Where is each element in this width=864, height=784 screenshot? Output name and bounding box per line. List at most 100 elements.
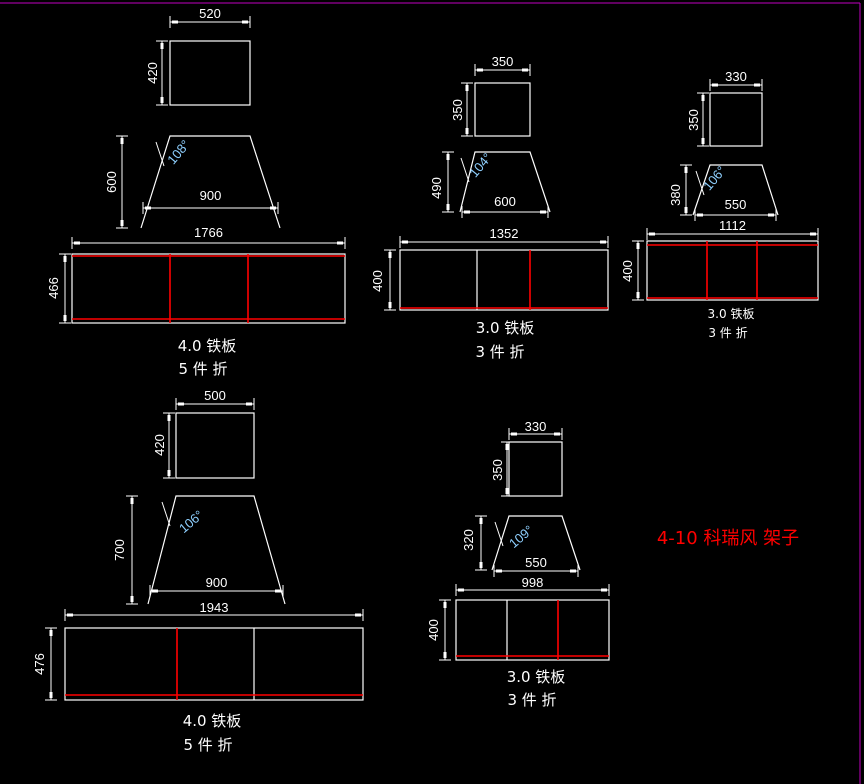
drawing-title: 4-10 科瑞风 架子 bbox=[657, 528, 799, 549]
top-width-value: 520 bbox=[199, 6, 221, 21]
trapezoid-width-dimension-arrow bbox=[496, 569, 502, 573]
flat-height-value: 400 bbox=[370, 270, 385, 292]
flat-width-dimension-arrow bbox=[355, 613, 361, 617]
top-width-dimension-arrow bbox=[178, 402, 184, 406]
side-trapezoid bbox=[459, 151, 551, 213]
flat-width-dimension-arrow bbox=[337, 241, 343, 245]
side-trapezoid bbox=[140, 135, 281, 229]
material-label: 3.0 铁板 bbox=[708, 307, 755, 321]
top-width-value: 330 bbox=[525, 419, 547, 434]
top-plate bbox=[175, 412, 255, 479]
top-height-dimension-arrow bbox=[167, 470, 171, 476]
trapezoid-height-dimension-arrow bbox=[479, 562, 483, 568]
trapezoid-width-dimension-arrow bbox=[152, 589, 158, 593]
fold-count-label: 3 件 折 bbox=[507, 691, 556, 709]
top-height-dimension-arrow bbox=[465, 85, 469, 91]
trapezoid-height-dimension-arrow bbox=[479, 518, 483, 524]
angle-arc bbox=[494, 521, 504, 547]
trapezoid-height-dimension-arrow bbox=[120, 138, 124, 144]
top-height-value: 350 bbox=[450, 99, 465, 121]
trapezoid-width-value: 550 bbox=[725, 197, 747, 212]
flat-pattern bbox=[71, 253, 346, 324]
fold-count-label: 5 件 折 bbox=[178, 360, 227, 378]
flat-width-dimension-arrow bbox=[649, 232, 655, 236]
trapezoid-height-dimension-arrow bbox=[446, 154, 450, 160]
top-width-dimension-arrow bbox=[522, 68, 528, 72]
trapezoid-height-dimension-arrow bbox=[130, 498, 134, 504]
top-width-dimension-arrow bbox=[242, 20, 248, 24]
top-height-dimension-arrow bbox=[160, 43, 164, 49]
flat-height-dimension-arrow bbox=[443, 652, 447, 658]
trapezoid-height-value: 490 bbox=[429, 177, 444, 199]
angle-arc bbox=[161, 501, 171, 527]
flat-pattern bbox=[399, 249, 609, 311]
flat-height-dimension-arrow bbox=[388, 302, 392, 308]
trapezoid-width-dimension-arrow bbox=[570, 569, 576, 573]
top-width-dimension-arrow bbox=[477, 68, 483, 72]
angle-arc bbox=[695, 170, 705, 196]
fold-count-label: 3 件 折 bbox=[475, 343, 524, 361]
trapezoid-width-dimension-arrow bbox=[145, 206, 151, 210]
trapezoid-height-value: 320 bbox=[461, 529, 476, 551]
top-height-dimension-arrow bbox=[505, 444, 509, 450]
material-label: 4.0 铁板 bbox=[183, 712, 242, 730]
flat-width-dimension-arrow bbox=[74, 241, 80, 245]
flat-height-dimension-arrow bbox=[49, 630, 53, 636]
top-height-dimension-arrow bbox=[701, 138, 705, 144]
side-trapezoid bbox=[692, 164, 779, 216]
flat-height-dimension-arrow bbox=[636, 243, 640, 249]
material-label: 3.0 铁板 bbox=[476, 319, 535, 337]
flat-width-value: 1352 bbox=[490, 226, 519, 241]
trapezoid-width-value: 900 bbox=[206, 575, 228, 590]
top-width-dimension-arrow bbox=[511, 432, 517, 436]
top-plate bbox=[474, 82, 531, 137]
bend-angle-value: 106° bbox=[176, 507, 206, 536]
top-height-value: 420 bbox=[152, 434, 167, 456]
trapezoid-height-value: 380 bbox=[668, 184, 683, 206]
angle-arc bbox=[155, 141, 165, 167]
angle-arc bbox=[460, 157, 470, 183]
top-width-dimension-arrow bbox=[172, 20, 178, 24]
trapezoid-width-value: 900 bbox=[200, 188, 222, 203]
material-label: 4.0 铁板 bbox=[178, 337, 237, 355]
flat-height-dimension-arrow bbox=[388, 252, 392, 258]
flat-width-dimension-arrow bbox=[601, 588, 607, 592]
bend-angle-value: 104° bbox=[466, 150, 495, 180]
top-height-dimension-arrow bbox=[465, 128, 469, 134]
trapezoid-width-dimension-arrow bbox=[540, 210, 546, 214]
trapezoid-height-value: 700 bbox=[112, 539, 127, 561]
flat-height-dimension-arrow bbox=[63, 256, 67, 262]
fold-count-label: 5 件 折 bbox=[183, 736, 232, 754]
top-width-value: 350 bbox=[492, 54, 514, 69]
top-width-value: 500 bbox=[204, 388, 226, 403]
fold-count-label: 3 件 折 bbox=[708, 325, 747, 340]
trapezoid-height-dimension-arrow bbox=[446, 204, 450, 210]
flat-width-value: 1943 bbox=[200, 600, 229, 615]
flat-width-dimension-arrow bbox=[67, 613, 73, 617]
part-drawing-2: 350 350 490 600 104° 1352 400 3.0 铁板 3 件 折 bbox=[370, 54, 609, 361]
top-width-dimension-arrow bbox=[554, 432, 560, 436]
flat-pattern bbox=[455, 599, 610, 661]
flat-width-dimension-arrow bbox=[810, 232, 816, 236]
top-width-dimension-arrow bbox=[246, 402, 252, 406]
flat-height-value: 400 bbox=[426, 619, 441, 641]
trapezoid-width-value: 600 bbox=[494, 194, 516, 209]
top-height-value: 350 bbox=[686, 109, 701, 131]
top-height-dimension-arrow bbox=[701, 95, 705, 101]
trapezoid-width-dimension-arrow bbox=[270, 206, 276, 210]
flat-height-value: 400 bbox=[620, 260, 635, 282]
top-height-value: 420 bbox=[145, 62, 160, 84]
top-plate bbox=[508, 441, 563, 497]
flat-pattern bbox=[646, 240, 819, 301]
flat-width-value: 998 bbox=[522, 575, 544, 590]
side-trapezoid bbox=[491, 515, 581, 571]
top-height-dimension-arrow bbox=[167, 415, 171, 421]
bend-angle-value: 106° bbox=[700, 163, 729, 193]
flat-width-value: 1112 bbox=[719, 218, 746, 233]
side-trapezoid bbox=[147, 495, 286, 605]
top-height-dimension-arrow bbox=[160, 97, 164, 103]
